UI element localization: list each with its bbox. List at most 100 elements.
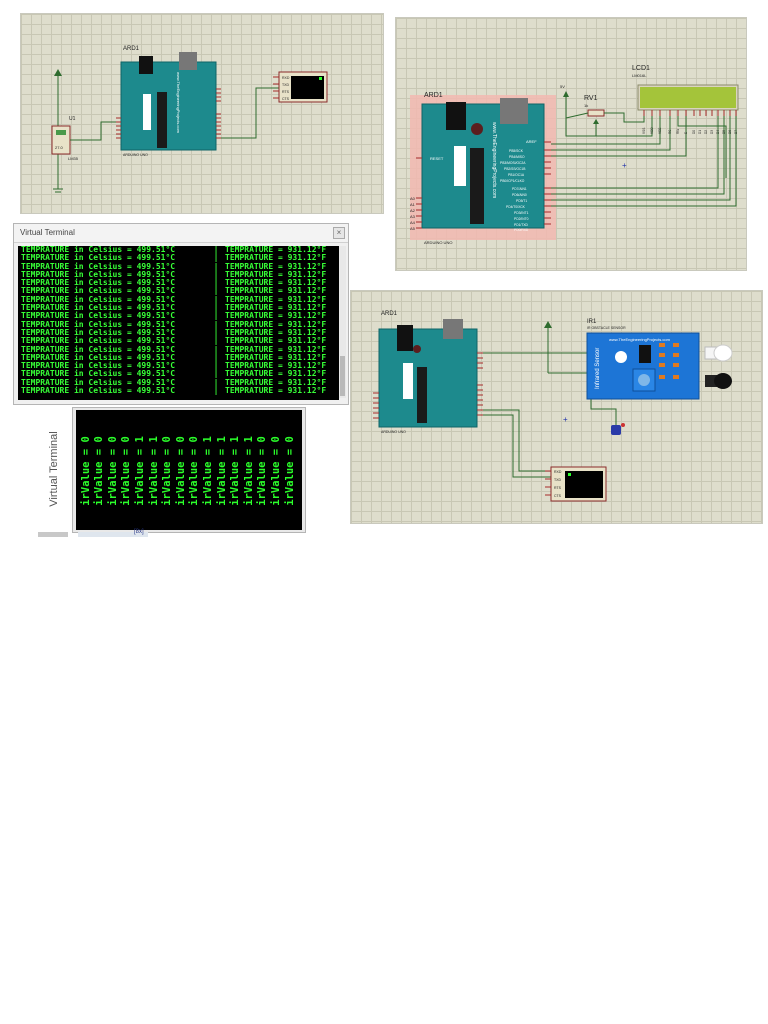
ir-sensor-part: IR OBSTACLE SENSOR [587, 326, 626, 330]
ir-term-pin: RXD [554, 470, 562, 474]
lcd-digital-label: PB5/SCK [509, 149, 524, 153]
lm35-terminal-screen[interactable] [291, 76, 324, 99]
schematic-lm35: ARD1 U1 LM35 27.0 ARDUINO UNO www.TheEng… [20, 13, 384, 214]
ir-term-pin: CTS [554, 494, 562, 498]
ir-value-text: irValue = 1 [133, 436, 146, 506]
ir-value-text: irValue = 0 [269, 436, 282, 506]
terminal-line: TEMPRATURE in Celsius = 499.51°C|TEMPRAT… [21, 253, 339, 263]
terminal-line: TEMPRATURE in Celsius = 499.51°C|TEMPRAT… [21, 319, 339, 329]
lcd-drawing: + ARD1 RV1 1k LCD1 LM016L 5V RESET AREF … [410, 65, 739, 245]
lcd-screen[interactable] [640, 87, 736, 108]
terminal-line: TEMPRATURE in Celsius = 499.51°C|TEMPRAT… [21, 246, 339, 254]
ir-board-caption: ARDUINO UNO [381, 430, 406, 434]
lm35-term-pin-cts: CTS [282, 97, 290, 101]
terminal-line: TEMPRATURE in Celsius = 499.51°C|TEMPRAT… [21, 386, 339, 396]
separator: | [213, 303, 219, 313]
separator: | [213, 377, 219, 387]
lcd-pin-label: D7 [734, 130, 738, 134]
ir-terminal-screen[interactable] [565, 471, 603, 498]
lcd-aref-label: AREF [526, 139, 537, 144]
lcd-arduino-label: ARD1 [424, 92, 443, 99]
terminal-line: TEMPRATURE in Celsius = 499.51°C|TEMPRAT… [21, 327, 339, 337]
terminal-ir-line: irValue = 1 [229, 412, 242, 530]
separator: | [213, 294, 219, 304]
terminal-ir-line: irValue = 1 [133, 412, 146, 530]
lcd-pin-label: D2 [704, 130, 708, 134]
separator: | [213, 369, 219, 379]
lcd-digital-label: PB0/ICP1/CLKO [500, 179, 525, 183]
ir-value-text: irValue = 0 [161, 436, 174, 506]
lm35-sensor-label: U1 [69, 116, 76, 122]
celsius-reading: TEMPRATURE in Celsius = 499.51°C [21, 344, 176, 354]
separator: | [213, 319, 219, 329]
celsius-reading: TEMPRATURE in Celsius = 499.51°C [21, 311, 176, 321]
lcd-analog-a1: A1 [410, 202, 416, 207]
celsius-reading: TEMPRATURE in Celsius = 499.51°C [21, 246, 176, 254]
celsius-reading: TEMPRATURE in Celsius = 499.51°C [21, 361, 176, 371]
lcd-pin-label: D3 [710, 130, 714, 134]
terminal-title-bar[interactable]: Virtual Terminal × [14, 224, 348, 243]
terminal-line: TEMPRATURE in Celsius = 499.51°C|TEMPRAT… [21, 269, 339, 279]
terminal-line: TEMPRATURE in Celsius = 499.51°C|TEMPRAT… [21, 303, 339, 313]
lm35-term-pin-rts: RTS [282, 90, 290, 94]
ir-value-text: irValue = 0 [174, 436, 187, 506]
terminal-scrollbar[interactable] [339, 246, 346, 398]
separator: | [213, 311, 219, 321]
lm35-term-pin-txd: TXD [282, 83, 289, 87]
lm35-drawing: ARD1 U1 LM35 27.0 ARDUINO UNO www.TheEng… [51, 46, 328, 193]
terminal-line: TEMPRATURE in Celsius = 499.51°C|TEMPRAT… [21, 278, 339, 287]
lcd-pin-label: D5 [722, 130, 726, 134]
lm35-board-caption: ARDUINO UNO [123, 153, 148, 157]
terminal-ir-status-text: [8x] [134, 529, 144, 535]
separator: | [213, 361, 219, 371]
fahrenheit-reading: TEMPRATURE = 931.12°F [225, 386, 327, 396]
terminal-line: TEMPRATURE in Celsius = 499.51°C|TEMPRAT… [21, 344, 339, 354]
scroll-thumb[interactable] [340, 356, 345, 396]
celsius-reading: TEMPRATURE in Celsius = 499.51°C [21, 286, 176, 296]
celsius-reading: TEMPRATURE in Celsius = 499.51°C [21, 269, 176, 279]
celsius-reading: TEMPRATURE in Celsius = 499.51°C [21, 253, 176, 263]
terminal-ir-line: irValue = 0 [161, 412, 174, 530]
terminal-ir-line: irValue = 1 [147, 412, 160, 530]
terminal-ir-line: irValue = 0 [106, 412, 119, 530]
terminal-ir-line: irValue = 1 [242, 412, 255, 530]
terminal-line: TEMPRATURE in Celsius = 499.51°C | TEMPRAT… [21, 261, 339, 271]
ir-sensor-label: IR1 [587, 319, 597, 325]
celsius-reading: TEMPRATURE in Celsius = 499.51°C [21, 377, 176, 387]
terminal-output[interactable]: TEMPRATURE in Celsius = 499.51°C | TEMPRAT… [18, 246, 339, 400]
terminal-ir-line: irValue = 1 [201, 412, 214, 530]
separator: | [213, 269, 219, 279]
fahrenheit-reading: TEMPRATURE = 931.12°F [225, 303, 327, 313]
lcd-board-caption: ARDUINO UNO [424, 240, 452, 245]
lcd-board-url: www.TheEngineeringProjects.com [491, 122, 497, 198]
separator: | [213, 386, 219, 396]
fahrenheit-reading: TEMPRATURE = 931.12°F [225, 294, 327, 304]
lcd-label: LCD1 [632, 65, 650, 72]
close-icon[interactable]: × [333, 227, 345, 239]
fahrenheit-reading: TEMPRATURE = 931.12°F [225, 261, 327, 271]
ir-value-text: irValue = 1 [215, 436, 228, 506]
ir-arduino[interactable] [378, 328, 478, 428]
terminal-line: TEMPRATURE in Celsius = 499.51°C|TEMPRAT… [21, 377, 339, 387]
lm35-arduino[interactable] [120, 61, 217, 151]
lcd-pin-label: D6 [728, 130, 732, 134]
lcd-pin-label: E [684, 132, 688, 134]
virtual-terminal-temp[interactable]: Virtual Terminal × TEMPRATURE in Celsius… [13, 223, 349, 405]
celsius-reading: TEMPRATURE in Celsius = 499.51°C [21, 261, 176, 271]
lm35-sensor-value: 27.0 [55, 145, 64, 150]
lm35-board-url: www.TheEngineeringProjects.com [176, 72, 181, 134]
lcd-pot-value: 1k [584, 103, 588, 108]
ir-value-text: irValue = 1 [147, 436, 160, 506]
ir-value-text: irValue = 0 [283, 436, 296, 506]
terminal-line: TEMPRATURE in Celsius = 499.51°C|TEMPRAT… [21, 294, 339, 304]
ir-value-text: irValue = 0 [93, 436, 106, 506]
lcd-digital-label: PD0/RXD [514, 228, 529, 232]
ir-value-text: irValue = 0 [79, 436, 92, 506]
terminal-line: TEMPRATURE in Celsius = 499.51°C|TEMPRAT… [21, 353, 339, 362]
terminal-ir-line: irValue = 0 [93, 412, 106, 530]
ir-sensor-url: www.TheEngineeringProjects.com [609, 337, 671, 342]
separator: | [213, 261, 219, 271]
separator: | [213, 327, 219, 337]
